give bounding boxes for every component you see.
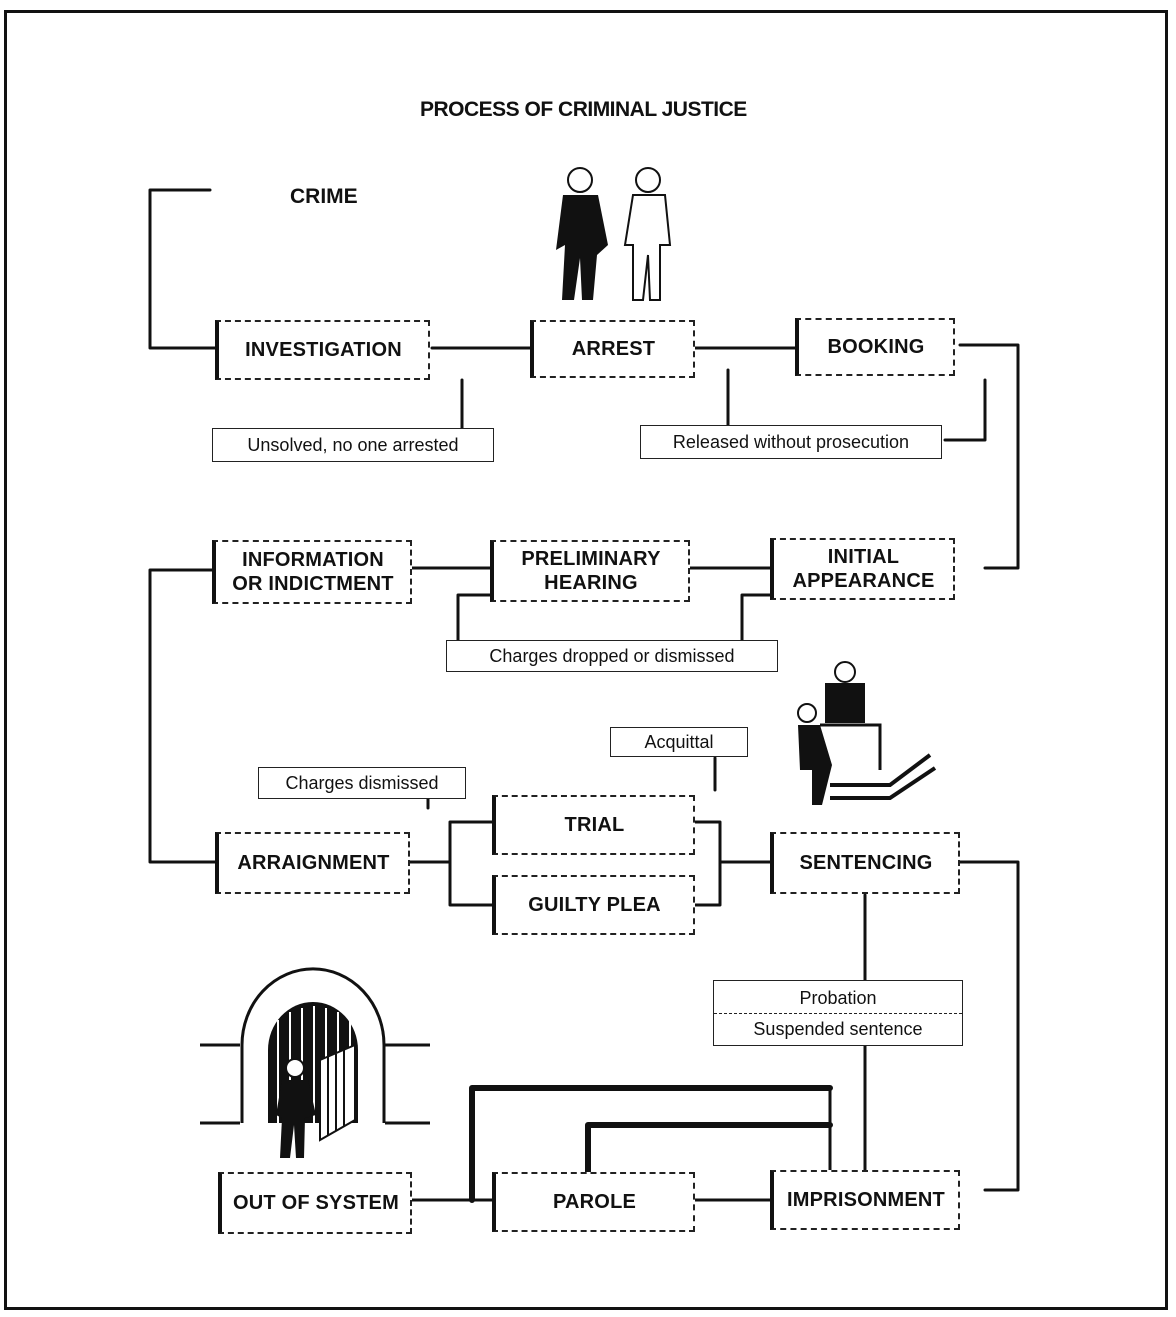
outcome-probation: Probation [799, 987, 877, 1008]
stage-arrest: ARREST [530, 320, 695, 378]
stage-information-or-indictment: INFORMATION OR INDICTMENT [212, 540, 412, 604]
stage-initial-appearance: INITIAL APPEARANCE [770, 538, 955, 600]
stage-preliminary-hearing: PRELIMINARY HEARING [490, 540, 690, 602]
stage-sentencing: SENTENCING [770, 832, 960, 894]
stage-out-of-system: OUT OF SYSTEM [218, 1172, 412, 1234]
arrest-figures-illustration [556, 167, 672, 301]
stage-trial: TRIAL [492, 795, 695, 855]
stage-booking: BOOKING [795, 318, 955, 376]
stage-guilty-plea: GUILTY PLEA [492, 875, 695, 935]
outcome-charges-dropped: Charges dropped or dismissed [446, 640, 778, 672]
page-title: PROCESS OF CRIMINAL JUSTICE [420, 98, 747, 121]
page-frame [4, 10, 1168, 1310]
stage-imprisonment: IMPRISONMENT [770, 1170, 960, 1230]
crime-label: CRIME [290, 185, 358, 208]
judge-bench-illustration [797, 661, 937, 805]
prison-gate-illustration [200, 967, 430, 1158]
stage-arraignment: ARRAIGNMENT [215, 832, 410, 894]
outcome-released: Released without prosecution [640, 425, 942, 459]
stage-parole: PAROLE [492, 1172, 695, 1232]
stage-investigation: INVESTIGATION [215, 320, 430, 380]
outcome-unsolved: Unsolved, no one arrested [212, 428, 494, 462]
outcome-probation-suspended: Probation Suspended sentence [713, 980, 963, 1046]
outcome-acquittal: Acquittal [610, 727, 748, 757]
outcome-charges-dismissed: Charges dismissed [258, 767, 466, 799]
outcome-suspended-sentence: Suspended sentence [714, 1012, 962, 1044]
